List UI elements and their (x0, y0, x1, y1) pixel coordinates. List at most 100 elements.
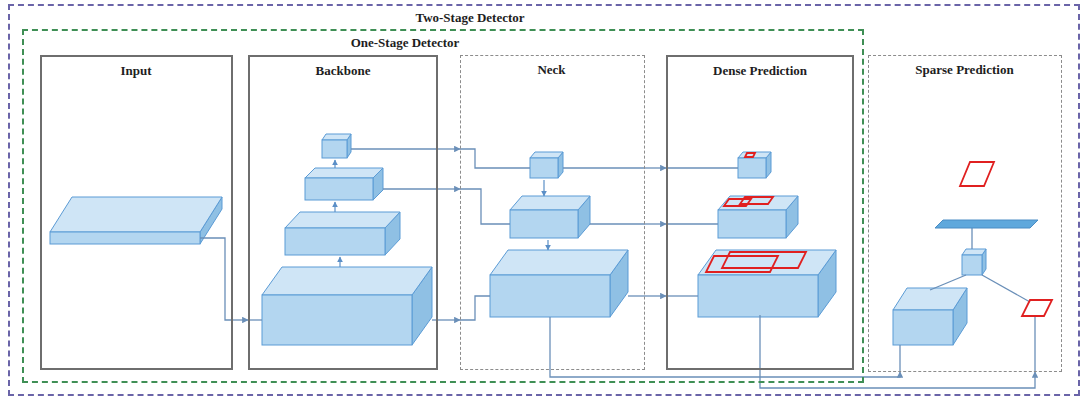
stage-heading: Input (120, 63, 151, 78)
bounding-boxes (706, 153, 1052, 316)
block-top (50, 197, 222, 232)
block-front (962, 255, 982, 275)
stage-heading: Two-Stage Detector (415, 10, 524, 25)
feature-connector (438, 148, 460, 149)
fc-bar (935, 220, 1038, 228)
one-stage-region: One-Stage DetectorInput Backbone Neck Dense… (22, 29, 864, 383)
wire (383, 188, 438, 189)
block-top (718, 196, 798, 210)
stage-box: Neck (460, 55, 645, 370)
stage-box: Input (40, 55, 233, 370)
wire (200, 238, 233, 320)
block-front (305, 178, 373, 200)
feature-connector (438, 319, 460, 320)
feature-connector (760, 370, 1035, 388)
flow-arrow (334, 160, 335, 168)
block-top (698, 250, 836, 275)
block-front (738, 158, 766, 178)
flow-arrow (547, 240, 548, 250)
wire (1034, 316, 1035, 372)
bbox (706, 256, 778, 272)
block-front (510, 210, 578, 238)
feature-map (698, 250, 836, 317)
wire (982, 275, 1030, 302)
wire (590, 223, 645, 224)
feature-map-blocks (50, 134, 986, 345)
block-front (893, 310, 953, 345)
bbox (722, 252, 806, 268)
block-front (718, 210, 786, 238)
feature-map (738, 152, 771, 178)
feature-map (718, 196, 798, 238)
feature-map (262, 267, 432, 345)
bbox (1022, 300, 1052, 316)
stage-heading: One-Stage Detector (351, 35, 460, 50)
wire (759, 315, 760, 370)
block-top (530, 152, 563, 158)
bbox (960, 162, 994, 186)
wire (666, 167, 738, 168)
block-top (893, 288, 967, 310)
feature-map (510, 196, 590, 238)
feature-connector (550, 370, 900, 377)
feature-map (50, 197, 222, 244)
feature-connector (438, 188, 460, 189)
bbox (740, 197, 773, 204)
feature-map (893, 288, 967, 345)
feature-map (322, 134, 351, 158)
wire (563, 167, 645, 168)
bbox (745, 153, 755, 157)
two-stage-region: Two-Stage DetectorOne-Stage DetectorInpu… (8, 4, 1080, 396)
wire (549, 317, 550, 370)
wire (666, 295, 698, 296)
block-front (530, 158, 558, 178)
bbox (724, 199, 751, 206)
wire (351, 148, 438, 149)
feature-connector (645, 223, 666, 224)
stage-box: Backbone (248, 55, 438, 370)
wire (971, 228, 972, 249)
wire (460, 189, 510, 224)
wire (899, 345, 900, 372)
block-top (285, 212, 400, 228)
block-front (698, 275, 818, 317)
stage-box: Sparse Prediction (868, 55, 1062, 372)
block-front (50, 232, 200, 244)
block-top (490, 250, 628, 275)
block-top (262, 267, 432, 295)
wire (930, 275, 966, 290)
upsample-arrows (335, 160, 548, 267)
stage-heading: Dense Prediction (713, 63, 807, 78)
stage-heading: Neck (537, 62, 565, 77)
flow-arrow (334, 202, 335, 212)
feature-connector (645, 295, 666, 296)
stage-heading: Sparse Prediction (915, 62, 1013, 77)
block-top (962, 249, 986, 255)
feature-wires (200, 149, 1035, 372)
block-front (322, 140, 347, 158)
block-front (285, 228, 385, 255)
feature-map (962, 249, 986, 275)
block-top (738, 152, 771, 158)
stage-box: Dense Prediction (666, 55, 854, 370)
feature-map (285, 212, 400, 255)
wire (460, 296, 490, 320)
wire (460, 149, 530, 168)
feature-connector (233, 319, 248, 320)
wire (628, 295, 645, 296)
block-top (305, 168, 383, 178)
wire (248, 319, 262, 320)
stage-heading: Backbone (316, 63, 371, 78)
wire (666, 223, 718, 224)
flow-arrow (339, 257, 340, 267)
feature-map (490, 250, 628, 317)
feature-map (530, 152, 563, 178)
block-front (262, 295, 412, 345)
flow-arrow (543, 180, 544, 196)
feature-connector (645, 167, 666, 168)
block-front (490, 275, 610, 317)
